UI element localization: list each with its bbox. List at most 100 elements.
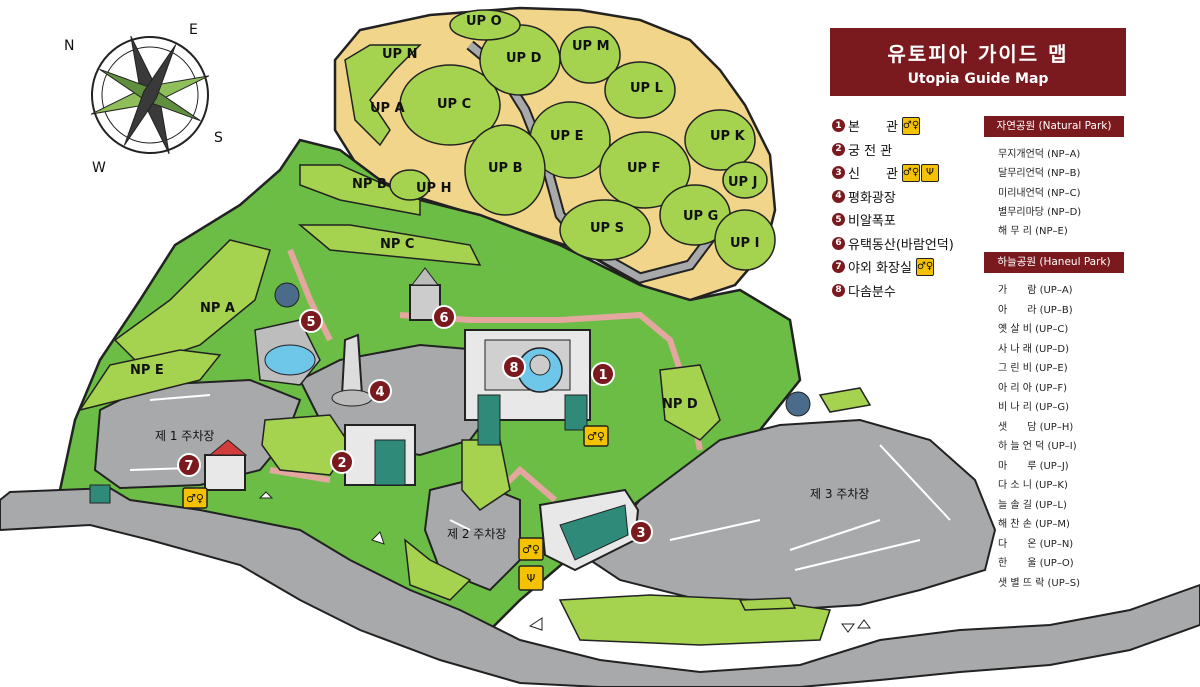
- marker-2[interactable]: 2: [330, 450, 354, 474]
- marker-1[interactable]: 1: [591, 362, 615, 386]
- facility-number: 1: [832, 119, 845, 133]
- waterfall: [254, 319, 321, 386]
- park-item: 샛 담 (UP–H): [998, 421, 1074, 433]
- new-hall: [538, 488, 640, 572]
- marker-4[interactable]: 4: [368, 379, 392, 403]
- label-up-j: UP J: [728, 175, 757, 190]
- label-up-e: UP E: [550, 129, 584, 144]
- facility-number: 4: [832, 189, 845, 203]
- facility-name: 다솜분수: [848, 284, 896, 300]
- facility-name: 본 관: [848, 120, 898, 136]
- haneul-park-list: 가 람 (UP–A) 아 라 (UP–B) 옛 살 비 (UP–C) 사 나 래…: [998, 281, 1128, 593]
- marker-3[interactable]: 3: [629, 520, 653, 544]
- compass-e: E: [189, 22, 198, 38]
- marker-7[interactable]: 7: [177, 453, 201, 477]
- palace-hall: [344, 424, 416, 486]
- park-item: 옛 살 비 (UP–C): [998, 324, 1069, 335]
- label-up-g: UP G: [683, 209, 718, 224]
- label-np-e: NP E: [130, 363, 164, 378]
- map-title-box: 유토피아 가이드 맵 Utopia Guide Map: [830, 28, 1126, 96]
- label-up-s: UP S: [590, 221, 624, 236]
- compass-w: W: [92, 160, 106, 176]
- svg-text:2: 2: [337, 456, 346, 471]
- hedges: [78, 164, 872, 646]
- facility-number: 5: [832, 213, 845, 227]
- park-item: 그 린 비 (UP–E): [998, 363, 1068, 374]
- facility-number: 3: [832, 166, 845, 180]
- label-np-a: NP A: [200, 301, 235, 316]
- label-up-k: UP K: [710, 129, 746, 144]
- park-item: 미리내언덕 (NP–C): [998, 187, 1081, 199]
- restroom-icon: ♂♀: [915, 257, 934, 276]
- facility-name: 평화광장: [848, 190, 896, 206]
- label-up-a: UP A: [370, 101, 405, 116]
- parking-lot-3: [588, 418, 997, 612]
- park-item: 하 늘 언 덕 (UP–I): [998, 441, 1077, 452]
- svg-text:Ψ: Ψ: [527, 572, 536, 585]
- svg-text:♂♀: ♂♀: [522, 543, 540, 556]
- compass-n: N: [64, 38, 74, 54]
- compass-s: S: [214, 130, 223, 146]
- svg-text:1: 1: [598, 368, 607, 383]
- up-labels: UP O UP N UP D UP M UP A UP C UP L UP K …: [370, 14, 759, 251]
- restroom-icon: ♂♀: [901, 163, 920, 182]
- park-item: 늘 솔 길 (UP–L): [998, 499, 1067, 511]
- park-item: 비 나 리 (UP–G): [998, 402, 1070, 413]
- compass-rose: [90, 35, 210, 155]
- label-parking-3: 제 3 주차장: [810, 487, 869, 501]
- map-title-english: Utopia Guide Map: [907, 71, 1049, 87]
- label-up-o: UP O: [466, 14, 502, 29]
- marker-6[interactable]: 6: [432, 305, 456, 329]
- marker-5[interactable]: 5: [299, 309, 323, 333]
- svg-text:5: 5: [306, 315, 315, 330]
- park-item: 사 나 래 (UP–D): [998, 343, 1069, 355]
- restaurant-sign: [518, 565, 544, 591]
- park-item: 다 소 니 (UP–K): [998, 480, 1068, 491]
- facility-number: 2: [832, 142, 845, 156]
- park-item: 가 람 (UP–A): [998, 285, 1073, 296]
- park-item: 별무리마당 (NP–D): [998, 206, 1082, 218]
- restaurant-icon: Ψ: [920, 163, 939, 182]
- facility-number: 6: [832, 236, 845, 250]
- walking-path: [269, 248, 703, 503]
- upper-hedges: [344, 9, 776, 271]
- label-up-d: UP D: [506, 51, 542, 66]
- sign-glyphs: ♂♀♂♀♂♀Ψ: [186, 430, 605, 585]
- label-np-b: NP B: [352, 177, 387, 192]
- svg-text:3: 3: [636, 526, 645, 541]
- marker-8[interactable]: 8: [502, 355, 526, 379]
- park-item: 해 무 리 (NP–E): [998, 226, 1068, 238]
- wind-hill-tower: [409, 267, 441, 321]
- label-up-i: UP I: [730, 236, 759, 251]
- park-item: 다 온 (UP–N): [998, 538, 1074, 550]
- main-road: [0, 486, 1200, 687]
- park-item: 달무리언덕 (NP–B): [998, 168, 1081, 180]
- monument: [331, 333, 373, 407]
- map-title-korean: 유토피아 가이드 맵: [887, 42, 1069, 66]
- natural-park-list: 무지개언덕 (NP–A) 달무리언덕 (NP–B) 미리내언덕 (NP–C) 별…: [998, 145, 1128, 241]
- park-item: 해 찬 손 (UP–M): [998, 519, 1070, 530]
- label-up-n: UP N: [382, 47, 418, 62]
- np-labels: NP B NP C NP A NP E NP D: [130, 177, 698, 412]
- svg-text:6: 6: [439, 311, 448, 326]
- label-parking-2: 제 2 주차장: [447, 527, 506, 541]
- restroom-icon: ♂♀: [901, 116, 920, 135]
- park-item: 아 라 (UP–B): [998, 304, 1073, 316]
- natural-park-heading: 자연공원 (Natural Park): [984, 116, 1124, 137]
- direction-arrows: [258, 491, 871, 633]
- main-building: [464, 329, 591, 446]
- outdoor-restroom-building: [89, 439, 248, 504]
- facility-name: 비알폭포: [848, 214, 896, 230]
- facility-number: 8: [832, 283, 845, 297]
- park-item: 무지개언덕 (NP–A): [998, 149, 1081, 160]
- parking-stripes: [129, 394, 951, 571]
